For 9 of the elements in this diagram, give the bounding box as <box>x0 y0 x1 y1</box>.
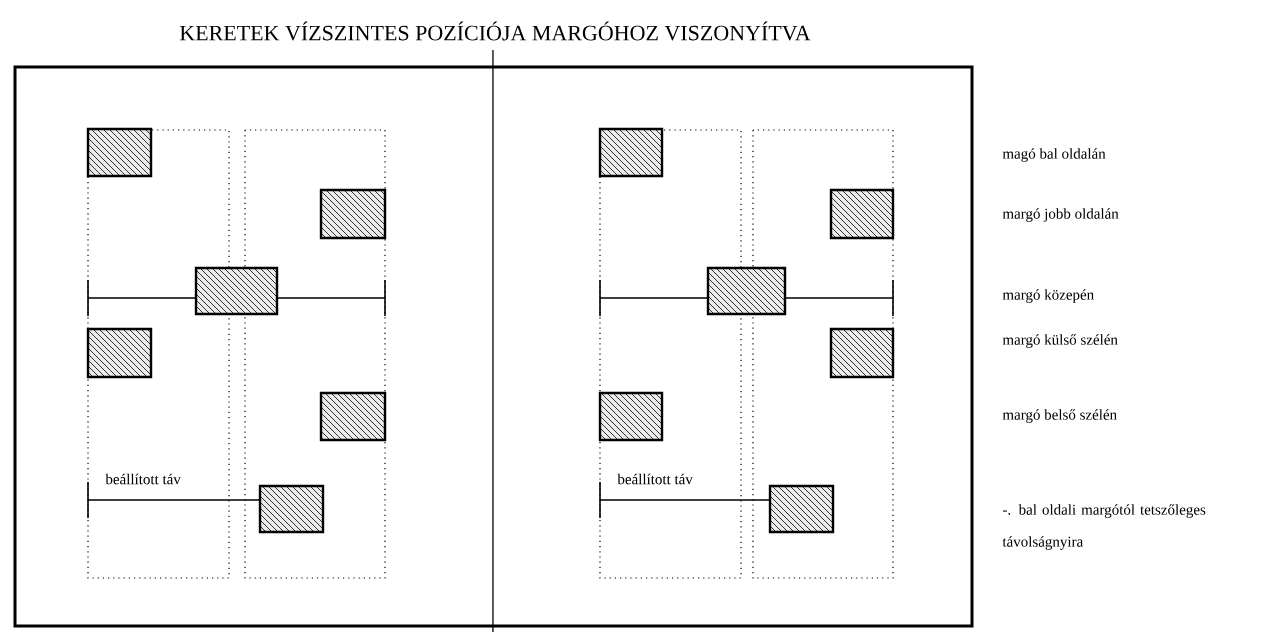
option-label: margó közepén <box>1002 289 1094 303</box>
option-label: -. bal oldali margótól tetszőleges távolságnyira <box>1002 504 1206 550</box>
dimension-label: beállított táv <box>105 473 181 485</box>
option-label: margó jobb oldalán <box>1002 208 1119 222</box>
option-label: magó bal oldalán <box>1002 148 1106 162</box>
dimension-label: beállított táv <box>617 473 693 485</box>
title: KERETEK VÍZSZINTES POZÍCIÓJA MARGÓHOZ VISZONYÍTVA <box>179 21 811 41</box>
option-label: margó külső szélén <box>1002 334 1118 348</box>
option-label: margó belső szélén <box>1002 409 1117 423</box>
